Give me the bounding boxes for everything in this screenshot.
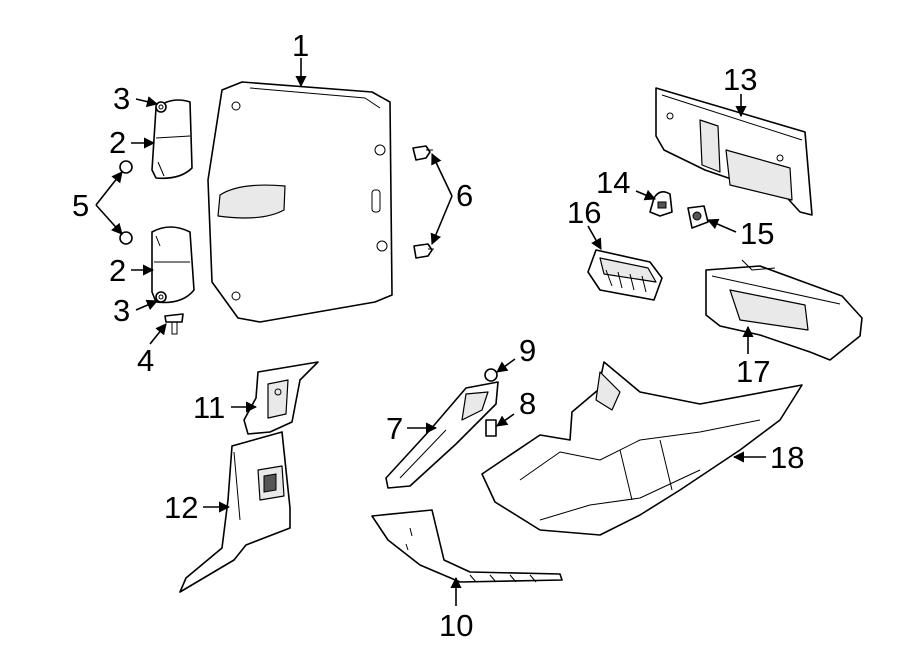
plug-upper[interactable] [119,160,133,174]
headliner-part[interactable] [207,81,393,323]
callout-17: 17 [736,354,770,389]
sun-visor-lower[interactable] [151,226,195,304]
callout-7: 7 [386,411,403,446]
plug-lower[interactable] [119,231,133,245]
sun-visor-upper[interactable] [151,99,193,180]
callout-10: 10 [439,608,473,643]
back-panel-trim[interactable] [655,87,813,216]
hook-clip[interactable] [649,190,673,217]
retainer-upper[interactable] [412,145,433,161]
upper-pillar-trim[interactable] [243,361,319,435]
visor-clip-upper[interactable] [155,101,167,113]
callout-16: 16 [567,195,601,230]
callout-1: 1 [292,28,309,63]
storage-compartment[interactable] [705,259,863,361]
screw-part[interactable] [164,313,184,335]
storage-bin-small[interactable] [587,249,663,301]
floor-carpet[interactable] [481,361,803,536]
fastener[interactable] [485,419,497,437]
callout-labels: 1 3 2 5 2 3 4 6 13 14 15 16 17 18 9 8 7 … [72,28,804,643]
callout-6: 6 [456,178,473,213]
callout-3-lower: 3 [113,293,130,328]
retainer-lower[interactable] [413,243,434,259]
pillar-garnish[interactable] [385,381,499,489]
callout-2-upper: 2 [109,125,126,160]
lower-pillar-trim[interactable] [179,431,291,593]
callout-14: 14 [596,165,630,200]
callout-3-upper: 3 [113,81,130,116]
sill-plate[interactable] [371,509,563,583]
callout-2-lower: 2 [109,253,126,288]
callout-9: 9 [519,333,536,368]
callout-5: 5 [72,188,89,223]
callout-13: 13 [723,62,757,97]
callout-18: 18 [770,440,804,475]
grommet[interactable] [687,205,709,229]
callout-4: 4 [137,343,154,378]
callout-8: 8 [519,386,536,421]
callout-11: 11 [193,390,225,425]
cap-plug[interactable] [484,368,498,382]
visor-clip-lower[interactable] [155,291,167,303]
callout-15: 15 [740,216,774,251]
callout-12: 12 [164,490,198,525]
leader-lines [95,58,766,606]
